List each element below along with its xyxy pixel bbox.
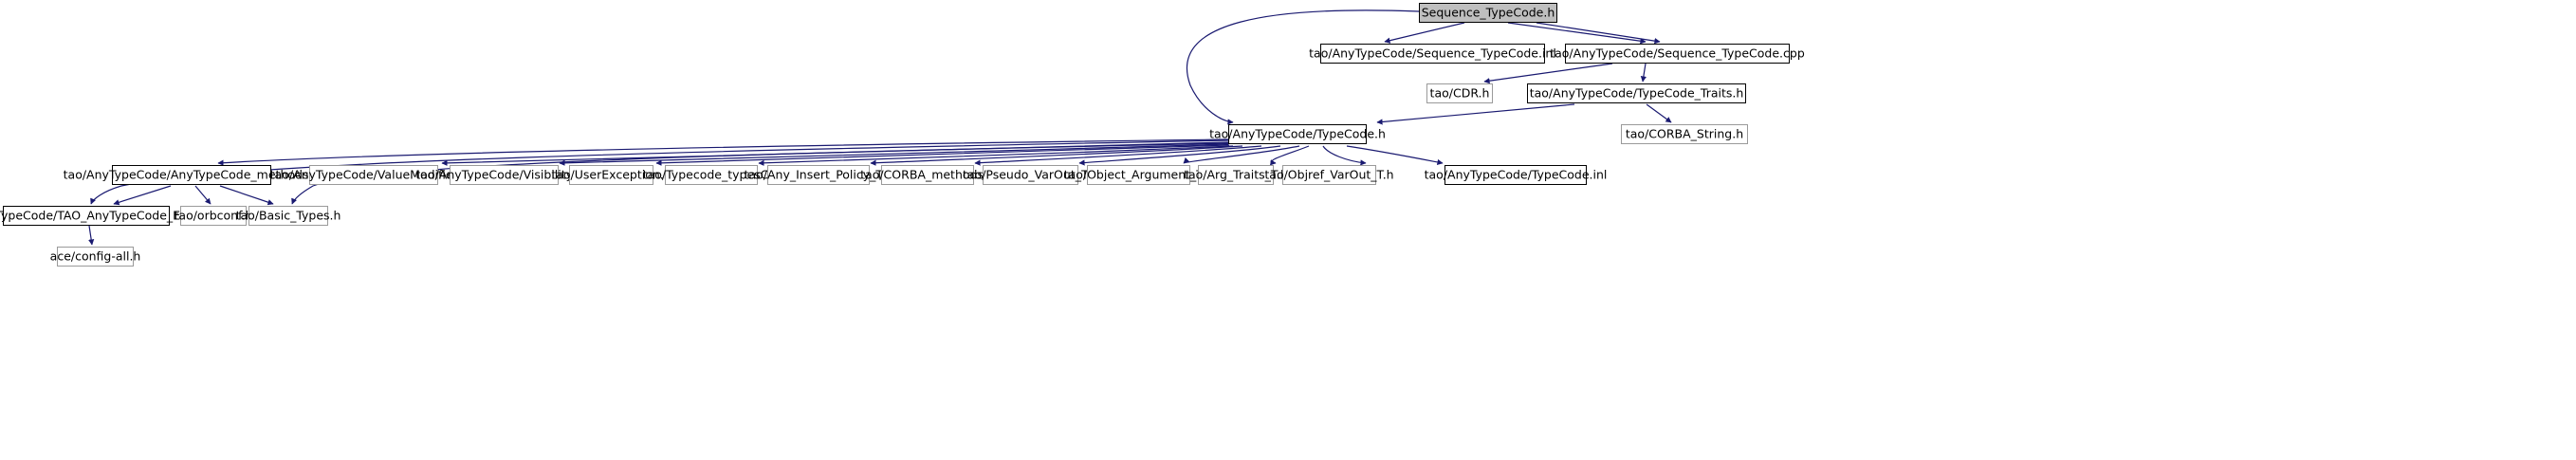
graph-edge-n0-n2	[1507, 22, 1647, 45]
graph-node-n2[interactable]: tao/AnyTypeCode/Sequence_TypeCode.cpp	[1550, 44, 1805, 64]
graph-edge-n2-n3	[1483, 63, 1613, 84]
graph-edge-n4-n6	[1646, 103, 1672, 123]
graph-node-label: tao/AnyTypeCode/Sequence_TypeCode.inl	[1309, 46, 1556, 61]
graph-edge-n19-n22	[88, 225, 95, 246]
graph-node-label: tao/CDR.h	[1429, 85, 1490, 101]
graph-node-label: tao/AnyTypeCode/ValueModifierC.h	[269, 167, 478, 182]
graph-edge-n5-n10	[655, 144, 1230, 166]
graph-node-label: tao/Basic_Types.h	[235, 208, 341, 223]
graph-node-n11[interactable]: tao/Typecode_typesC.h	[643, 165, 780, 185]
graph-node-n1[interactable]: tao/AnyTypeCode/Sequence_TypeCode.inl	[1309, 44, 1556, 64]
graph-node-label: tao/AnyTypeCode/TypeCode_Traits.h	[1529, 85, 1744, 101]
graph-edge-n0-n5	[1186, 9, 1420, 125]
graph-node-n9[interactable]: tao/AnyTypeCode/VisibilityC.h	[415, 165, 593, 185]
graph-node-n6[interactable]: tao/CORBA_String.h	[1621, 124, 1748, 144]
graph-node-n13[interactable]: tao/CORBA_methods.h	[860, 165, 995, 185]
graph-node-n3[interactable]: tao/CDR.h	[1426, 83, 1493, 103]
graph-node-n7[interactable]: tao/AnyTypeCode/AnyTypeCode_methods.h	[64, 165, 320, 185]
graph-node-label: tao/AnyTypeCode/TypeCode.h	[1209, 126, 1386, 141]
graph-node-label: tao/AnyTypeCode/TAO_AnyTypeCode_Export.h	[0, 208, 223, 223]
graph-node-n8[interactable]: tao/AnyTypeCode/ValueModifierC.h	[270, 165, 477, 185]
graph-node-label: tao/AnyTypeCode/Sequence_TypeCode.cpp	[1550, 46, 1805, 61]
graph-node-label: tao/Pseudo_VarOut_T.h	[962, 167, 1099, 182]
graph-edge-n0-n1	[1384, 22, 1465, 44]
graph-edge-n4-n5	[1376, 103, 1575, 125]
graph-node-n10[interactable]: tao/UserException.h	[551, 165, 672, 185]
graph-node-label: Sequence_TypeCode.h	[1421, 5, 1555, 20]
graph-edge-n7-n19	[113, 185, 172, 206]
graph-node-n15[interactable]: tao/Object_Argument_T.h	[1064, 165, 1213, 185]
graph-node-label: tao/AnyTypeCode/AnyTypeCode_methods.h	[63, 167, 321, 182]
graph-node-label: tao/AnyTypeCode/VisibilityC.h	[415, 167, 593, 182]
graph-node-label: tao/Object_Argument_T.h	[1063, 167, 1214, 182]
graph-node-label: tao/UserException.h	[551, 167, 672, 182]
graph-node-label: tao/Typecode_typesC.h	[642, 167, 781, 182]
graph-edge-n5-n9	[559, 143, 1229, 166]
graph-node-n19[interactable]: tao/AnyTypeCode/TAO_AnyTypeCode_Export.h	[0, 206, 223, 226]
graph-edge-n0-n2	[1536, 22, 1661, 45]
graph-node-label: tao/Any_Insert_Policy_T.h	[744, 167, 893, 182]
graph-node-label: tao/Objref_VarOut_T.h	[1264, 167, 1394, 182]
graph-node-n20[interactable]: tao/orbconf.h	[175, 206, 253, 226]
graph-node-n16[interactable]: tao/Arg_Traits_T.h	[1184, 165, 1288, 185]
graph-node-label: tao/orbconf.h	[174, 208, 253, 223]
graph-node-n21[interactable]: tao/Basic_Types.h	[236, 206, 340, 226]
graph-edge-n5-n15	[1183, 145, 1300, 164]
graph-edge-n2-n4	[1640, 63, 1647, 83]
graph-node-n12[interactable]: tao/Any_Insert_Policy_T.h	[745, 165, 892, 185]
graph-edge-n5-n8	[441, 141, 1229, 166]
graph-node-n17[interactable]: tao/Objref_VarOut_T.h	[1264, 165, 1394, 185]
graph-edge-n7-n21	[219, 185, 274, 206]
graph-edge-n5-n12	[870, 145, 1243, 166]
graph-edge-n5-n7	[217, 138, 1229, 166]
graph-node-label: ace/config-all.h	[49, 248, 141, 264]
graph-edge-n5-n16	[1270, 145, 1310, 166]
graph-edge-n5-n14	[1078, 145, 1281, 166]
graph-node-label: tao/CORBA_methods.h	[860, 167, 995, 182]
graph-node-n14[interactable]: tao/Pseudo_VarOut_T.h	[963, 165, 1098, 185]
graph-node-n4[interactable]: tao/AnyTypeCode/TypeCode_Traits.h	[1527, 83, 1746, 103]
graph-node-n22[interactable]: ace/config-all.h	[50, 247, 140, 267]
graph-node-n5[interactable]: tao/AnyTypeCode/TypeCode.h	[1209, 124, 1386, 144]
graph-node-label: tao/CORBA_String.h	[1625, 126, 1744, 141]
graph-edge-n5-n18	[1346, 145, 1444, 166]
graph-node-n18[interactable]: tao/AnyTypeCode/TypeCode.inl	[1425, 165, 1607, 185]
graph-edge-n5-n13	[974, 145, 1262, 166]
graph-node-label: tao/AnyTypeCode/TypeCode.inl	[1424, 167, 1608, 182]
graph-node-n0[interactable]: Sequence_TypeCode.h	[1419, 3, 1557, 23]
graph-edge-n7-n20	[194, 185, 212, 205]
graph-node-label: tao/Arg_Traits_T.h	[1184, 167, 1288, 182]
graph-edge-n5-n17	[1322, 145, 1367, 166]
graph-edge-n5-n11	[758, 145, 1234, 166]
